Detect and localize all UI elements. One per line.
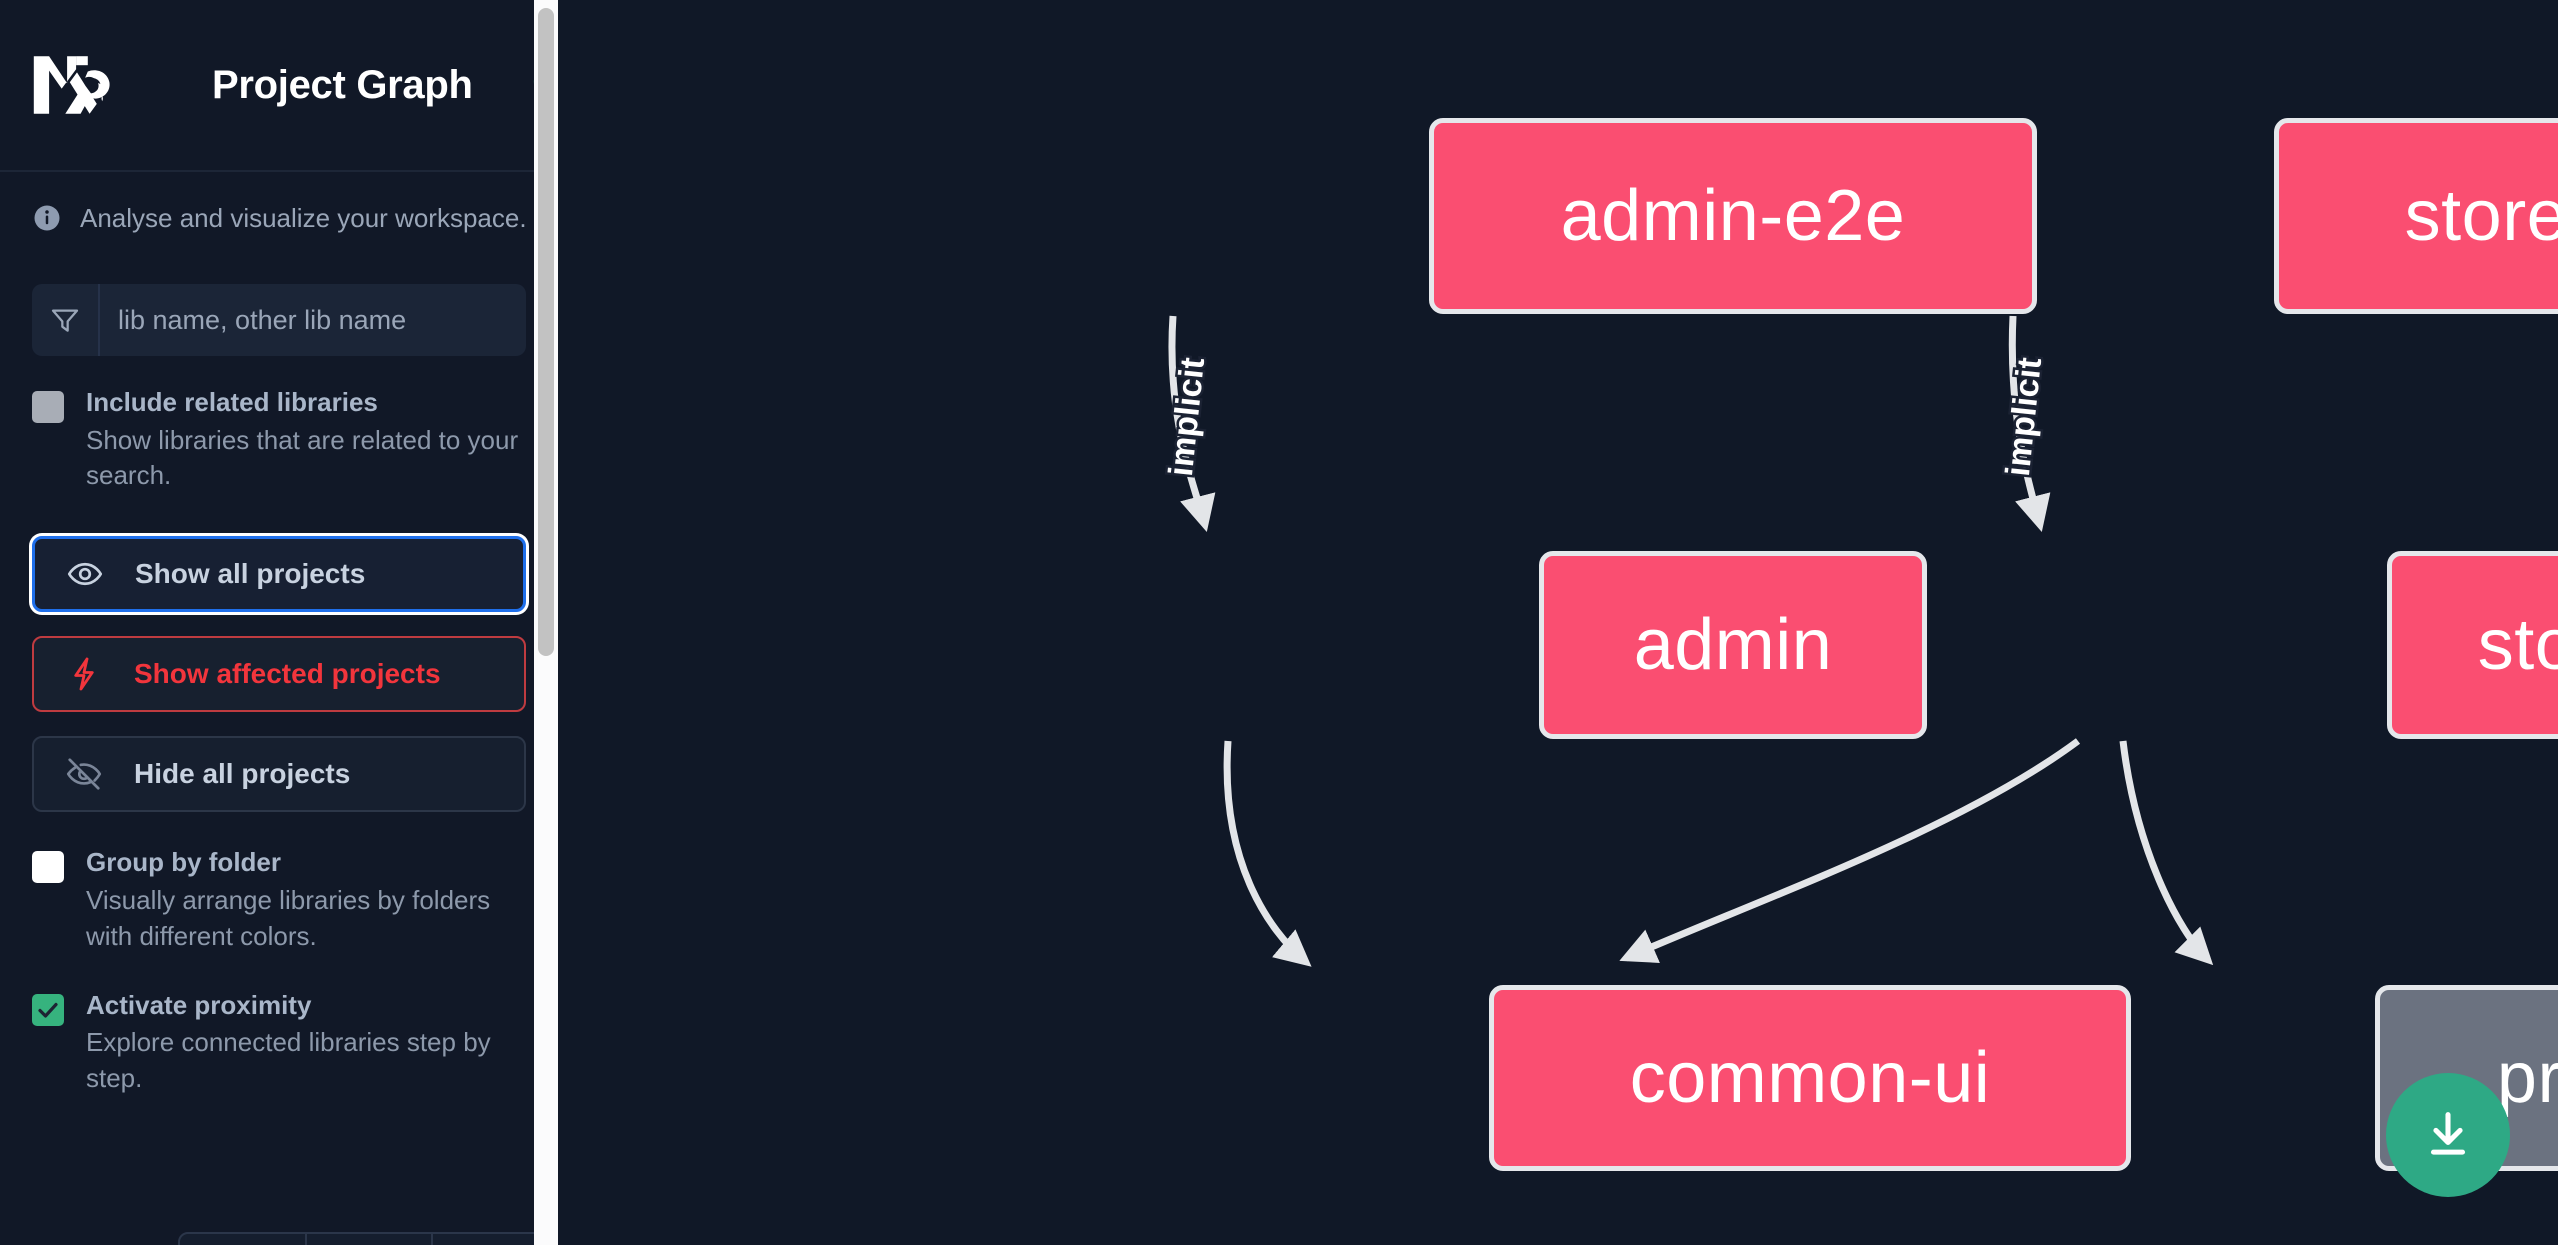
edge-store-to-common-ui: [1619, 738, 2081, 963]
show-all-projects-button[interactable]: Show all projects: [32, 536, 526, 613]
hide-all-projects-label: Hide all projects: [134, 758, 351, 790]
nx-logo-icon: [32, 54, 122, 116]
download-graph-button[interactable]: [2386, 1073, 2510, 1197]
checkbox-label-activate-proximity: Activate proximity: [86, 989, 312, 1020]
checkbox-label-group-by-folder: Group by folder: [86, 847, 281, 878]
hide-all-projects-button[interactable]: Hide all projects: [32, 736, 526, 813]
show-all-projects-label: Show all projects: [135, 558, 366, 590]
checkbox-desc-include-related: Show libraries that are related to your …: [86, 424, 519, 491]
edge-label-implicit-store: implicit: [1999, 356, 2049, 478]
bottom-toolbar-segment[interactable]: [307, 1234, 434, 1245]
tagline: Analyse and visualize your workspace.: [0, 172, 558, 264]
show-affected-projects-label: Show affected projects: [134, 658, 441, 690]
graph-edges: implicit implicit: [1159, 315, 2214, 967]
edge-admin-to-common-ui: [1223, 740, 1312, 967]
graph-node-store[interactable]: store: [2387, 551, 2558, 739]
show-affected-projects-button[interactable]: Show affected projects: [32, 636, 526, 713]
checkbox-include-related-libraries[interactable]: Include related libraries Show libraries…: [0, 386, 558, 494]
search-input[interactable]: [100, 284, 526, 356]
graph-node-common-ui[interactable]: common-ui: [1489, 985, 2131, 1171]
checkbox-label-include-related: Include related libraries: [86, 387, 378, 417]
checkbox-box-activate-proximity[interactable]: [32, 993, 64, 1026]
graph-node-label: store: [2477, 605, 2558, 685]
graph-node-admin[interactable]: admin: [1539, 551, 1927, 739]
edge-store-to-products: [2119, 740, 2214, 966]
graph-node-label: admin-e2e: [1560, 176, 1906, 256]
sidebar-header: Project Graph: [0, 0, 558, 172]
checkbox-desc-group-by-folder: Visually arrange libraries by folders wi…: [86, 884, 491, 951]
download-icon: [2419, 1105, 2477, 1166]
checkbox-group-by-folder[interactable]: Group by folder Visually arrange librari…: [0, 846, 558, 954]
graph-node-label: admin: [1633, 605, 1833, 685]
eye-off-icon: [64, 754, 104, 794]
lightning-icon: [64, 654, 104, 694]
bottom-toolbar-segment[interactable]: [180, 1234, 307, 1245]
graph-node-label: products: [2496, 1038, 2558, 1118]
sidebar: Project Graph Analyse and visualize your…: [0, 0, 558, 1245]
graph-canvas[interactable]: implicit implicit admin-e2e store-e2e admi…: [558, 0, 2558, 1245]
edge-store-e2e-to-store: [2008, 315, 2051, 533]
sidebar-scrollbar-thumb[interactable]: [538, 8, 554, 656]
search-row: [0, 284, 558, 356]
tagline-text: Analyse and visualize your workspace.: [80, 202, 527, 233]
bottom-toolbar[interactable]: [178, 1232, 558, 1245]
checkbox-box-include-related[interactable]: [32, 391, 64, 423]
edge-admin-e2e-to-admin: [1168, 315, 1216, 533]
project-action-buttons: Show all projects Show affected projects: [0, 536, 558, 813]
sidebar-scrollbar-track[interactable]: [534, 0, 558, 1245]
eye-icon: [65, 554, 105, 594]
info-icon: [32, 203, 62, 233]
page-title: Project Graph: [212, 62, 473, 107]
graph-node-label: store-e2e: [2404, 176, 2558, 256]
checkbox-box-group-by-folder[interactable]: [32, 851, 64, 884]
checkbox-activate-proximity[interactable]: Activate proximity Explore connected lib…: [0, 989, 558, 1097]
checkbox-desc-activate-proximity: Explore connected libraries step by step…: [86, 1027, 491, 1093]
search-box[interactable]: [32, 284, 526, 356]
filter-icon: [32, 284, 100, 356]
graph-node-label: common-ui: [1629, 1038, 1991, 1118]
graph-node-admin-e2e[interactable]: admin-e2e: [1429, 118, 2037, 314]
graph-node-store-e2e[interactable]: store-e2e: [2274, 118, 2558, 314]
